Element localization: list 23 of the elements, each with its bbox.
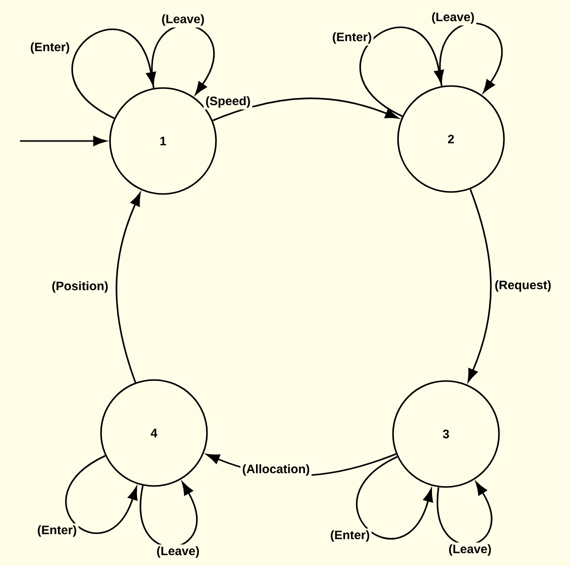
edge-label: (Enter) bbox=[35, 524, 79, 538]
loop-arrow bbox=[360, 26, 444, 117]
loop-arrow bbox=[439, 22, 503, 93]
edge-label: (Speed) bbox=[204, 94, 252, 110]
loop-arrow bbox=[65, 455, 138, 534]
edge-label: (Leave) bbox=[430, 10, 476, 26]
edge-label: (Request) bbox=[492, 278, 554, 294]
loop-arrow bbox=[151, 24, 215, 95]
loop-arrow bbox=[72, 28, 156, 119]
edge-label: (Leave) bbox=[154, 544, 202, 560]
arrow bbox=[116, 192, 141, 383]
edge-label: (Position) bbox=[50, 280, 110, 294]
edge-label: (Enter) bbox=[28, 40, 72, 56]
edge-label: (Allocation) bbox=[240, 462, 312, 478]
arrow bbox=[468, 188, 492, 382]
edge-label: (Leave) bbox=[446, 542, 494, 558]
edge-label: (Enter) bbox=[328, 528, 372, 544]
loop-arrow bbox=[356, 456, 433, 540]
loop-arrow bbox=[436, 482, 492, 546]
arrow bbox=[212, 98, 398, 122]
edge-label: (Enter) bbox=[330, 30, 374, 46]
edge-label: (Leave) bbox=[160, 12, 206, 28]
arrow bbox=[20, 136, 106, 146]
